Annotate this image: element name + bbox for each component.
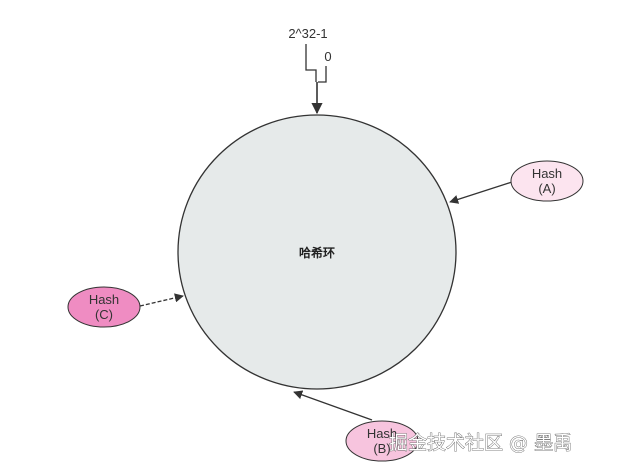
- marker-line-max: [305, 44, 317, 82]
- watermark-text: 掘金技术社区 @ 墨禹: [389, 432, 572, 454]
- hash-ring-label: 哈希环: [299, 245, 335, 260]
- node-c-line1: Hash: [89, 292, 119, 307]
- node-b-shape: [345, 420, 419, 462]
- node-b-line2: (B): [373, 441, 390, 456]
- node-c-shape: [67, 286, 141, 328]
- node-c-line2: (C): [95, 307, 113, 322]
- node-a-shape: [510, 160, 584, 202]
- marker-max-label: 2^32-1: [288, 26, 327, 41]
- node-a-line1: Hash: [532, 166, 562, 181]
- node-c: Hash (C): [67, 286, 141, 328]
- node-b-arrow: [293, 390, 373, 421]
- node-a: Hash (A): [510, 160, 584, 202]
- node-b: Hash (B): [345, 420, 419, 462]
- node-a-line2: (A): [538, 181, 555, 196]
- marker-line-zero: [318, 66, 327, 83]
- node-c-arrow: [139, 293, 184, 307]
- marker-zero-label: 0: [324, 49, 331, 64]
- node-b-line1: Hash: [367, 426, 397, 441]
- hash-ring-circle: [177, 114, 457, 390]
- node-a-arrow: [449, 181, 513, 204]
